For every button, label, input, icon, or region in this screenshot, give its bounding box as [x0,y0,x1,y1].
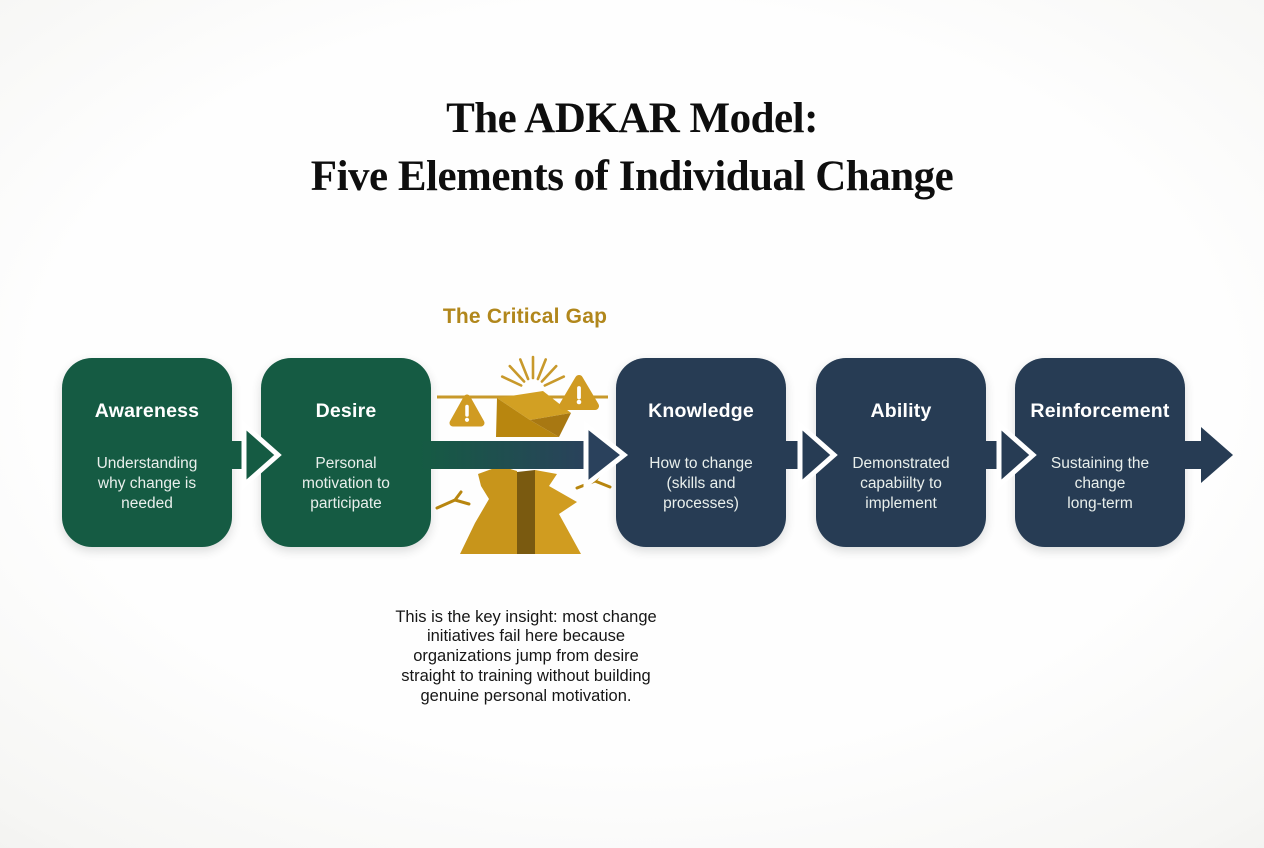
warning-triangle-icon [559,375,599,410]
title-line-2: Five Elements of Individual Change [310,153,954,200]
flow-arrow-icon [772,419,838,491]
stage-box-awareness: Awareness Understanding why change is ne… [62,358,232,547]
stage-description: Understanding why change is needed [96,455,198,512]
title-line-1: The ADKAR Model: [446,95,818,142]
stage-box-ability: Ability Demonstrated capabiilty to imple… [816,358,986,547]
stage-description: Sustaining the change long-term [1050,455,1150,512]
stage-name: Ability [870,400,932,422]
stage-box-reinforcement: Reinforcement Sustaining the change long… [1015,358,1185,547]
critical-gap-illustration [435,355,612,554]
stage-name: Desire [315,400,377,422]
stage-description: Demonstrated capabiilty to implement [852,455,950,512]
gradient-gap-arrow-icon [420,419,629,491]
warning-triangle-icon [449,394,485,427]
stage-box-knowledge: Knowledge How to change (skills and proc… [616,358,786,547]
flow-arrow-icon [971,419,1037,491]
stage-description: How to change (skills and processes) [649,455,753,512]
exit-arrow-icon [1175,427,1233,483]
stage-name: Awareness [94,400,200,422]
page-title: The ADKAR Model: Five Elements of Indivi… [0,90,1264,206]
sunburst-rays-icon [500,355,566,387]
cracked-chasm-icon [435,466,612,554]
flow-arrow-icon [216,419,282,491]
stage-name: Reinforcement [1030,400,1170,422]
critical-gap-caption: This is the key insight: most change ini… [395,607,657,705]
stage-name: Knowledge [648,400,754,422]
stage-box-desire: Desire Personal motivation to participat… [261,358,431,547]
critical-gap-label: The Critical Gap [442,305,608,328]
stage-description: Personal motivation to participate [302,455,390,512]
road-into-gap-icon [496,391,571,437]
